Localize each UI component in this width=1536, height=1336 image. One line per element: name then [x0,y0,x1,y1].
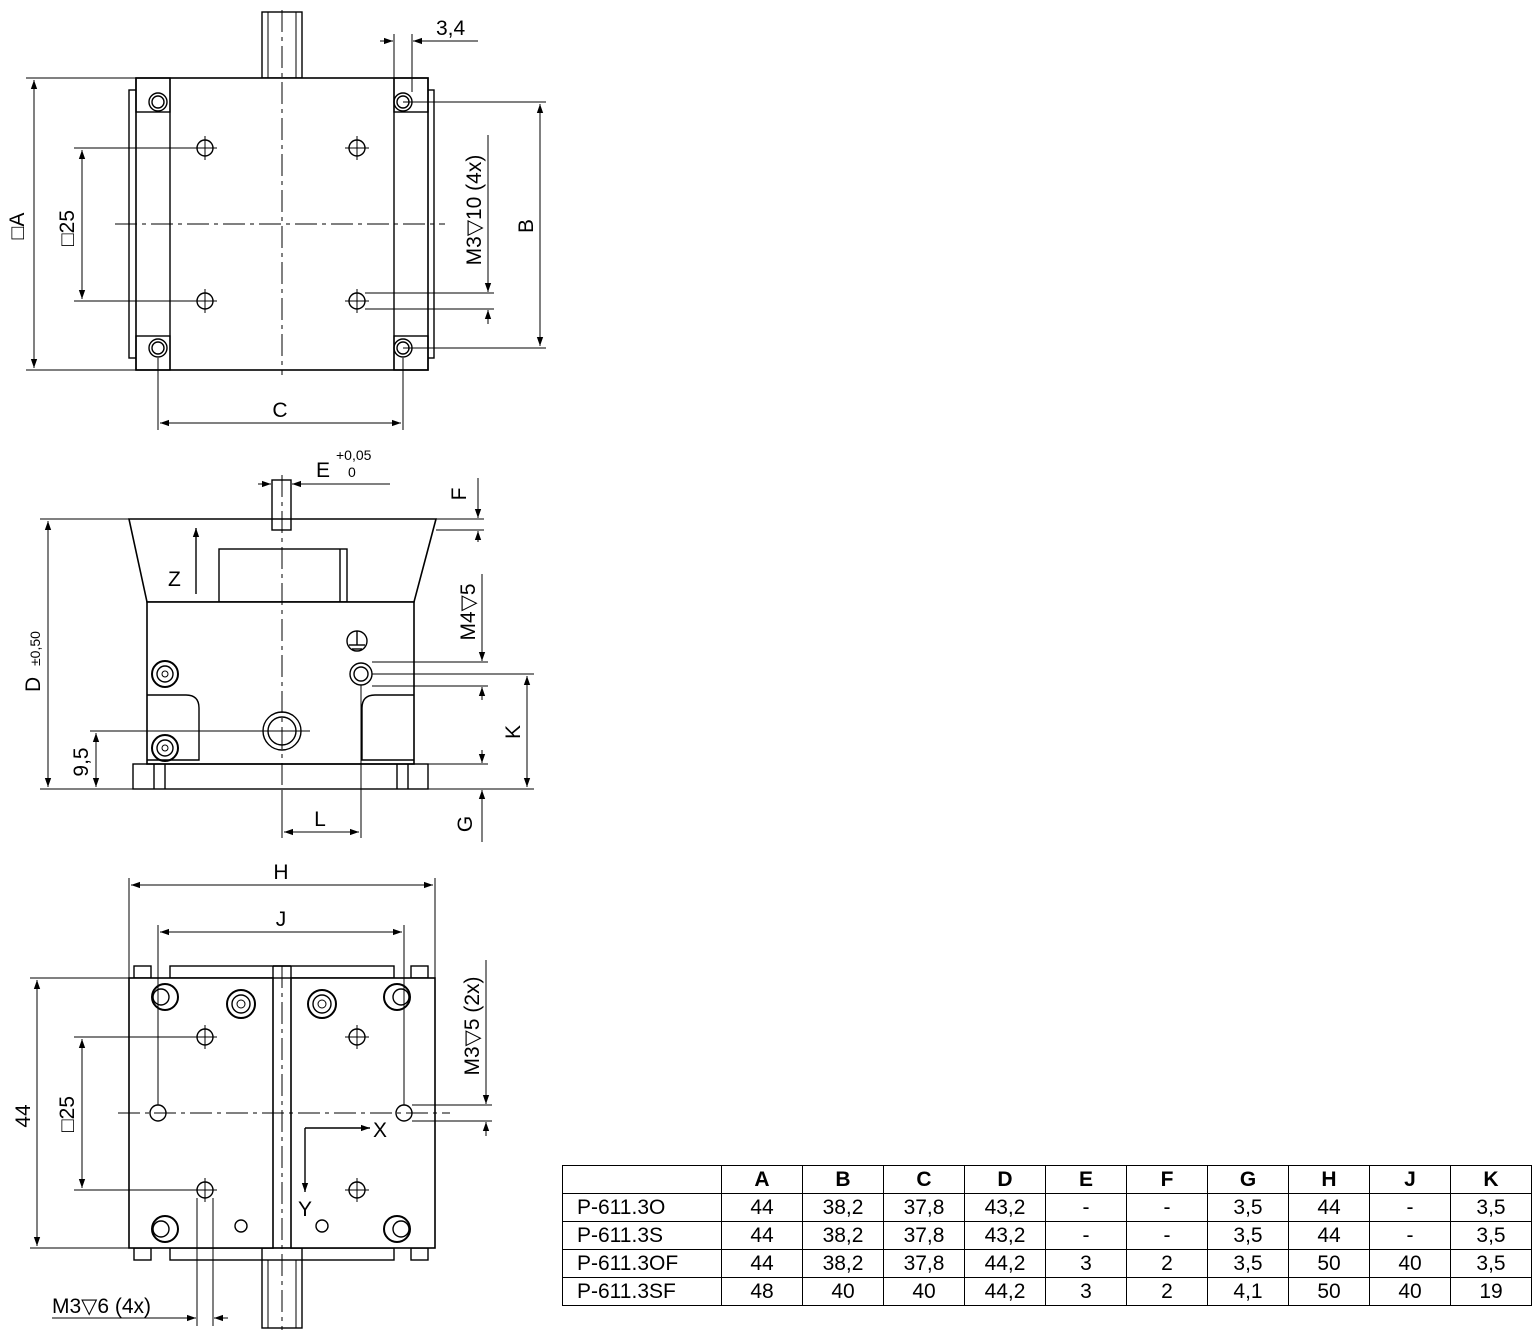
side-housing [146,601,415,765]
bottom-view: X Y H J 44 □25 M3▽5 (2x) M3▽6 ( [12,861,492,1330]
table-header-b: B [802,1165,884,1194]
table-header-g: G [1207,1165,1289,1194]
table-cell: 2 [1126,1277,1208,1306]
table-cell: 19 [1450,1277,1532,1306]
side-view: Z E +0,05 0 F D ±0,50 9,5 L [22,447,534,842]
table-cell: 43,2 [964,1221,1046,1250]
table-model-cell: P-611.3S [562,1221,722,1250]
table-cell: 38,2 [802,1249,884,1278]
dim-25-label: □25 [56,210,79,246]
table-cell: 3,5 [1207,1221,1289,1250]
table-cell: - [1045,1221,1127,1250]
dim-e-label: E [316,459,330,482]
ground-symbol [346,630,368,652]
bottom-connectors [226,989,337,1019]
table-cell: - [1126,1193,1208,1222]
dim-k-label: K [502,725,525,739]
dim-g-label: G [454,816,477,832]
dim-34-label: 3,4 [436,17,466,40]
table-cell: 3,5 [1450,1249,1532,1278]
table-header-j: J [1369,1165,1451,1194]
side-connectors [151,660,179,762]
table-cell: 3,5 [1207,1193,1289,1222]
dim-e-tol-lower: 0 [348,464,356,480]
table-cell: 40 [883,1277,965,1306]
dim-l-label: L [314,808,326,831]
bottom-thread-note-right: M3▽5 (2x) [461,976,484,1075]
table-cell: 43,2 [964,1193,1046,1222]
table-cell: - [1369,1221,1451,1250]
table-cell: 38,2 [802,1193,884,1222]
table-cell: 37,8 [883,1249,965,1278]
dim-h-label: H [273,861,288,884]
table-header-e: E [1045,1165,1127,1194]
table-cell: - [1126,1221,1208,1250]
table-cell: 40 [802,1277,884,1306]
dim-d-tol: ±0,50 [27,631,43,666]
side-thread-note: M4▽5 [457,583,480,640]
table-cell: 3,5 [1450,1193,1532,1222]
dim-a-label: □A [6,213,29,240]
dim-e-tol-upper: +0,05 [336,447,372,463]
table-cell: 4,1 [1207,1277,1289,1306]
bottom-dim-25-label: □25 [56,1096,79,1132]
axis-x-label: X [373,1119,387,1142]
table-cell: 3 [1045,1249,1127,1278]
dim-c-label: C [272,399,287,422]
table-cell: 44 [721,1193,803,1222]
table-cell: 50 [1288,1277,1370,1306]
bottom-corner-holes [151,983,411,1243]
side-base [132,763,429,790]
table-corner-cell [562,1165,722,1194]
table-header-k: K [1450,1165,1532,1194]
table-header-f: F [1126,1165,1208,1194]
axis-z-label: Z [168,568,181,591]
table-model-cell: P-611.3OF [562,1249,722,1278]
table-model-cell: P-611.3O [562,1193,722,1222]
top-view: □A □25 C 3,4 B M3▽10 (4x) [6,10,546,430]
table-header-h: H [1288,1165,1370,1194]
table-header-d: D [964,1165,1046,1194]
table-cell: 3,5 [1207,1249,1289,1278]
table-cell: 37,8 [883,1221,965,1250]
dim-j-label: J [276,908,287,931]
table-cell: 40 [1369,1249,1451,1278]
axis-y-label: Y [298,1198,312,1221]
table-header-c: C [883,1165,965,1194]
table-cell: 2 [1126,1249,1208,1278]
dim-95-label: 9,5 [70,747,93,776]
dim-44-label: 44 [12,1104,35,1128]
table-header-a: A [721,1165,803,1194]
table-cell: 38,2 [802,1221,884,1250]
table-cell: 44 [721,1249,803,1278]
dim-d-label: D [22,677,45,692]
top-thread-note: M3▽10 (4x) [463,155,486,266]
m3-holes [193,136,369,313]
table-cell: 48 [721,1277,803,1306]
dim-f-label: F [448,488,471,501]
table-cell: - [1045,1193,1127,1222]
table-cell: 40 [1369,1277,1451,1306]
table-cell: 37,8 [883,1193,965,1222]
table-model-cell: P-611.3SF [562,1277,722,1306]
table-cell: - [1369,1193,1451,1222]
table-cell: 3 [1045,1277,1127,1306]
table-cell: 44,2 [964,1249,1046,1278]
table-cell: 50 [1288,1249,1370,1278]
dim-b-label: B [515,219,538,233]
table-cell: 44,2 [964,1277,1046,1306]
bottom-thread-note-bottom: M3▽6 (4x) [52,1295,151,1318]
table-cell: 44 [1288,1221,1370,1250]
table-cell: 3,5 [1450,1221,1532,1250]
table-cell: 44 [1288,1193,1370,1222]
table-cell: 44 [721,1221,803,1250]
